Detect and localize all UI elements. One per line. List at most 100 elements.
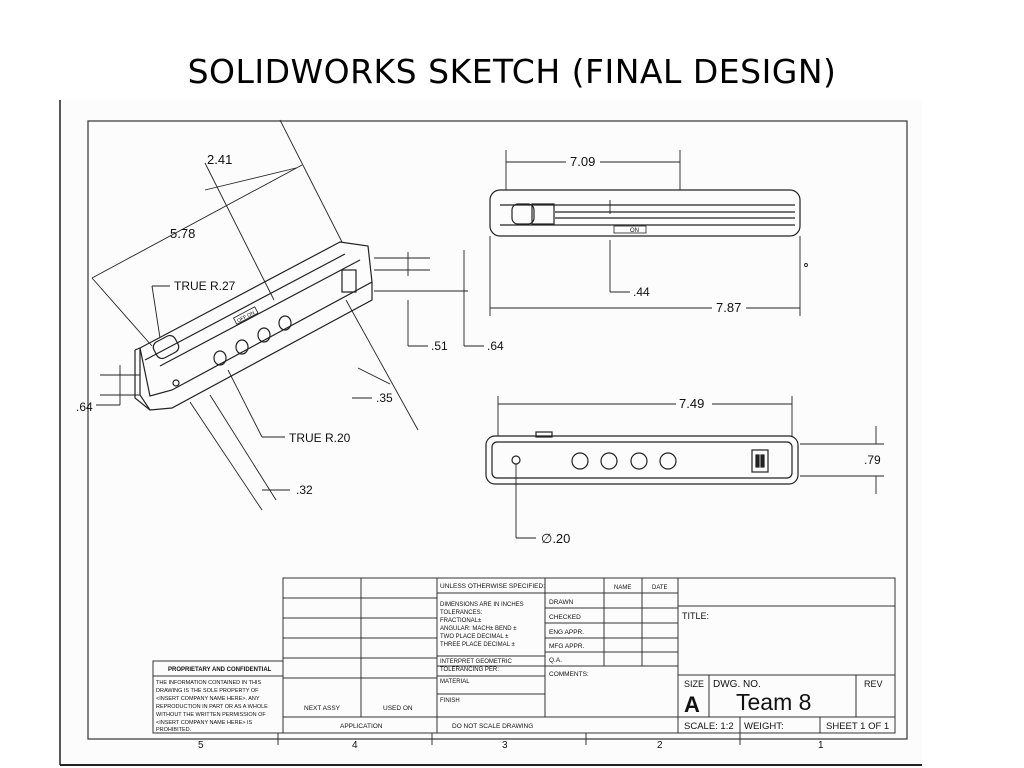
tb-outline <box>282 577 896 734</box>
iso-knob <box>152 334 180 360</box>
isometric-view <box>134 241 373 411</box>
zone-number: 5 <box>198 740 204 751</box>
dwg-no-value: Team 8 <box>736 689 811 715</box>
top-switch-label-box <box>613 225 647 234</box>
tolerance-line: THREE PLACE DECIMAL ± <box>440 642 515 648</box>
weight-label: WEIGHT: <box>744 721 784 732</box>
dim-label-true-r20: TRUE R.20 <box>289 431 351 445</box>
application-label: APPLICATION <box>340 723 383 730</box>
dim-label-2-41: 2.41 <box>207 152 232 167</box>
title-field-label: TITLE: <box>682 611 709 621</box>
date-header: DATE <box>652 585 668 591</box>
proprietary-line: REPRODUCTION IN PART OR AS A WHOLE <box>156 704 268 710</box>
dim-line <box>357 367 391 385</box>
iso-hole <box>213 350 227 366</box>
checked-label: CHECKED <box>549 614 581 621</box>
do-not-scale-label: DO NOT SCALE DRAWING <box>452 723 533 730</box>
eng-appr-label: ENG APPR. <box>549 629 584 636</box>
zone-number: 2 <box>657 740 663 751</box>
dim-extension <box>345 299 419 431</box>
finish-label: FINISH <box>440 698 460 704</box>
dim-line <box>204 167 297 191</box>
dim-label-7-49: 7.49 <box>679 396 704 411</box>
dim-extension <box>204 162 275 301</box>
top-knob-block <box>531 203 555 225</box>
top-knob <box>511 203 535 225</box>
interpret-line: TOLERANCING PER: <box>440 667 499 673</box>
proprietary-heading: PROPRIETARY AND CONFIDENTIAL <box>168 667 272 673</box>
dim-label-64-right: .64 <box>487 339 504 353</box>
proprietary-line: <INSERT COMPANY NAME HERE> IS <box>156 720 253 726</box>
top-body-outline <box>489 189 801 237</box>
tolerance-line: TOLERANCES: <box>440 610 483 616</box>
qa-label: Q.A. <box>549 657 562 664</box>
dim-extension <box>279 119 343 243</box>
zone-number: 1 <box>818 740 824 751</box>
sheet-label: SHEET 1 OF 1 <box>826 721 889 732</box>
front-hole <box>600 452 618 470</box>
proprietary-line: DRAWING IS THE SOLE PROPERTY OF <box>156 688 259 694</box>
tolerance-line: TWO PLACE DECIMAL ± <box>440 634 509 640</box>
proprietary-line: PROHIBITED. <box>156 727 192 733</box>
rev-label: REV <box>864 679 883 689</box>
proprietary-line: WITHOUT THE WRITTEN PERMISSION OF <box>156 712 266 718</box>
front-body-outline <box>485 435 799 485</box>
dim-label-32: .32 <box>296 483 313 497</box>
dim-label-79: .79 <box>864 453 881 467</box>
front-switch <box>751 449 769 473</box>
dim-label-64-left: .64 <box>76 400 93 414</box>
iso-hole <box>235 339 249 355</box>
dim-label-35: .35 <box>376 391 393 405</box>
iso-label-box <box>232 306 259 325</box>
front-hole <box>571 452 589 470</box>
sheet-dot <box>804 263 808 267</box>
size-label: SIZE <box>684 679 704 689</box>
dim-label-5-78: 5.78 <box>170 226 195 241</box>
material-label: MATERIAL <box>440 679 470 685</box>
zone-number: 4 <box>352 740 358 751</box>
iso-body-edge <box>159 259 361 367</box>
drawing-border <box>87 120 908 740</box>
dim-extension <box>91 277 153 347</box>
dim-label-44: .44 <box>633 285 650 299</box>
iso-small-hole <box>172 379 180 387</box>
front-view <box>485 431 799 485</box>
front-hole <box>659 452 677 470</box>
unless-specified-label: UNLESS OTHERWISE SPECIFIED: <box>440 583 545 590</box>
scale-label: SCALE: 1:2 <box>684 721 734 732</box>
comments-label: COMMENTS: <box>549 671 589 678</box>
zone-number: 3 <box>502 740 508 751</box>
leader-r20 <box>227 369 263 438</box>
name-header: NAME <box>614 585 631 591</box>
dim-extension <box>209 394 277 501</box>
dim-label-51: .51 <box>431 339 448 353</box>
sheet-paper <box>60 100 922 765</box>
proprietary-line: THE INFORMATION CONTAINED IN THIS <box>156 680 261 686</box>
dim-label-7-87: 7.87 <box>716 300 741 315</box>
top-view <box>489 189 801 237</box>
iso-body-edge <box>144 253 346 361</box>
iso-hole <box>257 327 271 343</box>
next-assy-label: NEXT ASSY <box>304 705 341 712</box>
dim-label-dia-20: ∅.20 <box>541 531 570 546</box>
iso-dimension-lines <box>91 119 484 511</box>
used-on-label: USED ON <box>383 705 413 712</box>
iso-body-side <box>139 282 373 411</box>
dim-line-5-78 <box>91 164 303 279</box>
zone-ticks <box>277 733 741 745</box>
interpret-line: INTERPRET GEOMETRIC <box>440 659 513 665</box>
dwg-no-label: DWG. NO. <box>713 679 761 690</box>
leader-r27 <box>151 285 161 339</box>
top-switch-label: ON <box>630 228 639 234</box>
tolerance-line: FRACTIONAL± <box>440 618 482 624</box>
iso-switch-slot <box>341 269 357 293</box>
top-dimension-lines <box>489 150 808 316</box>
tolerance-line: DIMENSIONS ARE IN INCHES <box>440 602 524 608</box>
title-block <box>152 577 896 734</box>
tolerance-line: ANGULAR: MACH± BEND ± <box>440 626 517 632</box>
dim-extension <box>189 401 263 511</box>
mfg-appr-label: MFG APPR. <box>549 643 585 650</box>
dim-label-true-r27: TRUE R.27 <box>174 279 236 293</box>
drawn-label: DRAWN <box>549 599 574 606</box>
